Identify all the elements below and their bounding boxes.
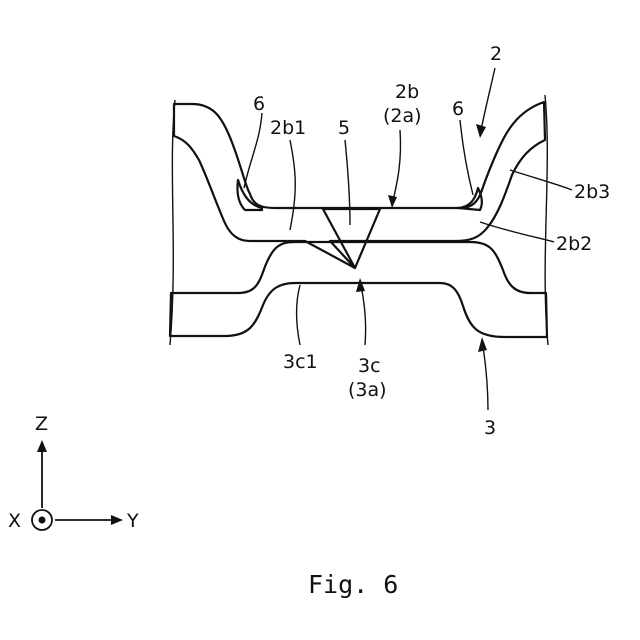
label-2b2: 2b2	[556, 233, 592, 255]
leader-3c1	[297, 285, 300, 345]
axis-label-z: Z	[35, 413, 48, 435]
axis-indicator: Z X Y	[8, 413, 139, 532]
out-of-page-dot-icon	[39, 517, 46, 524]
label-3: 3	[484, 417, 496, 439]
label-3a: (3a)	[348, 379, 387, 401]
leader-2b	[392, 130, 401, 205]
weld-nugget-5	[323, 209, 380, 268]
leader-6-left	[244, 113, 262, 188]
label-2b3: 2b3	[574, 181, 610, 203]
leader-6-right	[460, 120, 473, 195]
arrow-2b	[388, 195, 397, 208]
arrow-3c	[356, 278, 365, 292]
label-2: 2	[490, 43, 502, 65]
leader-5	[345, 140, 350, 225]
leader-2b1	[290, 140, 295, 230]
label-2a: (2a)	[383, 105, 422, 127]
leader-2	[480, 68, 495, 135]
label-3c1: 3c1	[283, 351, 318, 373]
arrow-3	[478, 337, 487, 352]
leader-2b2	[480, 222, 554, 242]
figure-caption: Fig. 6	[308, 570, 398, 599]
label-6-left: 6	[253, 93, 265, 115]
axis-label-x: X	[8, 510, 21, 532]
axis-label-y: Y	[126, 510, 139, 532]
leader-2b3	[510, 170, 572, 190]
label-3c: 3c	[358, 355, 381, 377]
label-2b1: 2b1	[270, 117, 306, 139]
arrow-2	[476, 124, 486, 138]
label-5: 5	[338, 117, 350, 139]
label-2b: 2b	[395, 81, 419, 103]
label-6-right: 6	[452, 98, 464, 120]
